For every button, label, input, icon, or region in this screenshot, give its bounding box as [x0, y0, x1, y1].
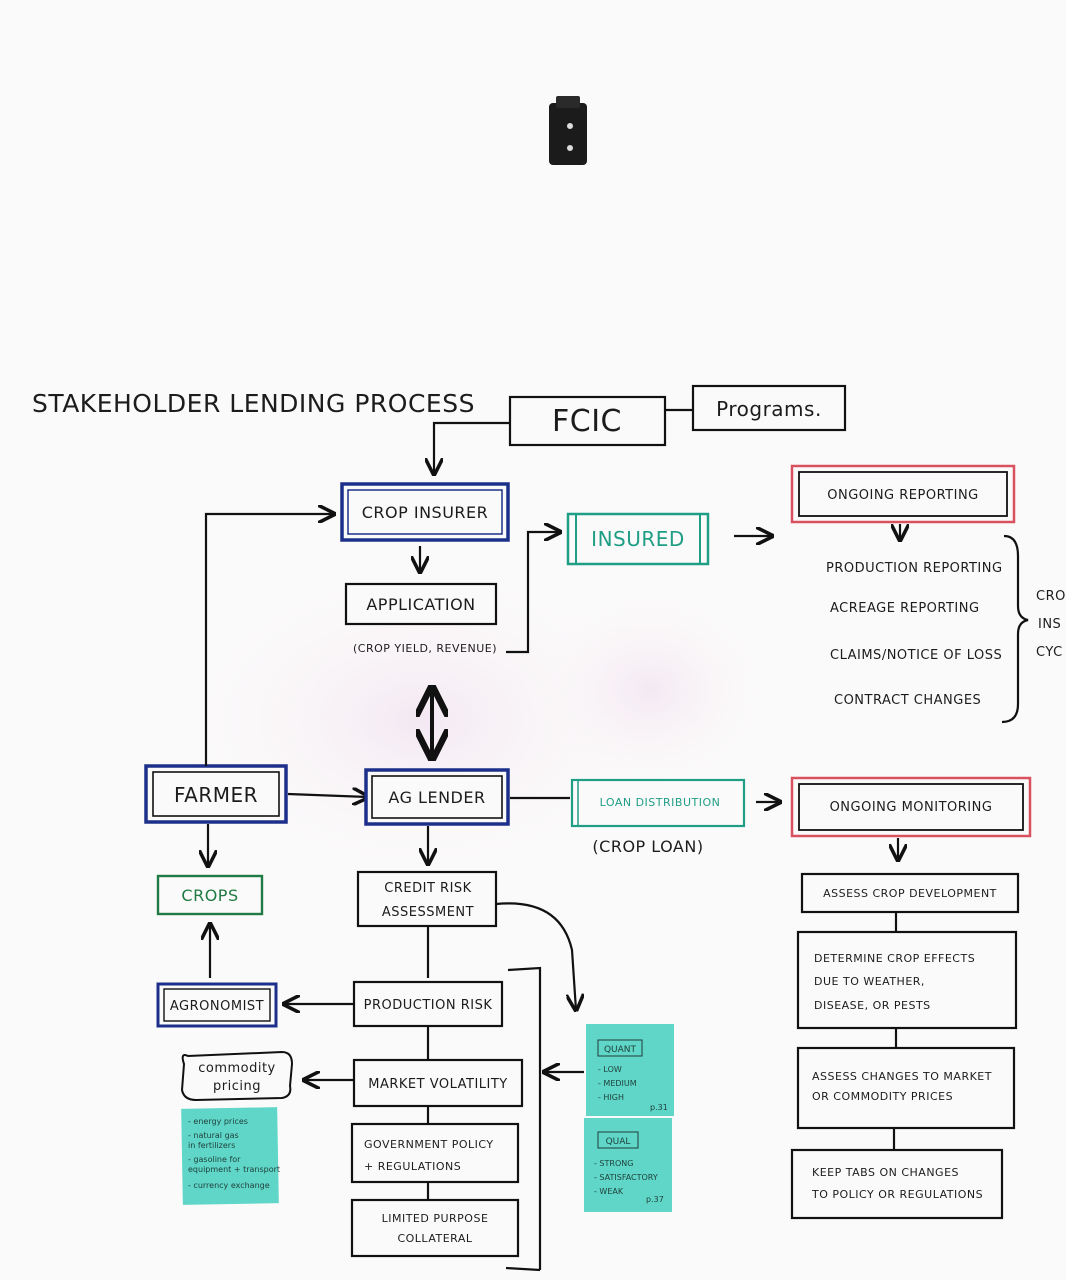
page-title: STAKEHOLDER LENDING PROCESS	[32, 389, 475, 418]
farmer-node: FARMER	[146, 766, 286, 822]
magnet-clip-icon	[549, 96, 587, 165]
determine-effects-line: DUE TO WEATHER,	[814, 975, 925, 988]
keep-tabs-node: KEEP TABS ON CHANGES TO POLICY OR REGULA…	[792, 1150, 1002, 1218]
limited-purpose-line: LIMITED PURPOSE	[382, 1212, 489, 1225]
credit-risk-line: CREDIT RISK	[384, 881, 471, 896]
sticky-line: - WEAK	[594, 1187, 624, 1196]
arrow-credit-risk-to-quant	[496, 903, 576, 1010]
board-smudge	[520, 580, 780, 800]
credit-risk-line: ASSESSMENT	[382, 905, 474, 920]
assess-crop-node: ASSESS CROP DEVELOPMENT	[802, 874, 1018, 912]
side-label-line: CYC	[1036, 645, 1063, 660]
sticky-heading: QUAL	[606, 1137, 631, 1147]
limited-purpose-line: COLLATERAL	[397, 1232, 472, 1245]
programs-node: Programs.	[693, 386, 845, 430]
determine-effects-node: DETERMINE CROP EFFECTS DUE TO WEATHER, D…	[798, 932, 1016, 1028]
sticky-note-qual: QUAL - STRONG - SATISFACTORY - WEAK p.37	[584, 1118, 672, 1212]
fcic-node: FCIC	[510, 397, 665, 445]
insured-label: INSURED	[591, 527, 685, 551]
keep-tabs-line: KEEP TABS ON CHANGES	[812, 1166, 959, 1179]
agronomist-node: AGRONOMIST	[158, 984, 276, 1026]
reporting-item: PRODUCTION REPORTING	[826, 561, 1003, 576]
ag-lender-label: AG LENDER	[388, 788, 485, 807]
sticky-page: p.31	[650, 1103, 668, 1112]
crops-node: CROPS	[158, 876, 262, 914]
loan-distribution-label: LOAN DISTRIBUTION	[600, 796, 721, 809]
sticky-heading: QUANT	[604, 1045, 637, 1055]
keep-tabs-line: TO POLICY OR REGULATIONS	[811, 1188, 983, 1201]
market-volatility-label: MARKET VOLATILITY	[368, 1077, 508, 1092]
insured-node: INSURED	[568, 514, 708, 564]
reporting-items-list: PRODUCTION REPORTING ACREAGE REPORTING C…	[826, 561, 1003, 708]
crop-insurer-label: CROP INSURER	[362, 503, 489, 522]
loan-note: (CROP LOAN)	[592, 837, 703, 856]
limited-purpose-node: LIMITED PURPOSE COLLATERAL	[352, 1200, 518, 1256]
farmer-label: FARMER	[174, 783, 258, 807]
application-node: APPLICATION (CROP YIELD, REVENUE)	[346, 584, 497, 655]
credit-risk-node: CREDIT RISK ASSESSMENT	[358, 872, 496, 926]
fcic-label: FCIC	[552, 404, 622, 439]
side-label-line: CRO	[1036, 589, 1066, 604]
ongoing-reporting-node: ONGOING REPORTING	[792, 466, 1014, 522]
determine-effects-line: DISEASE, OR PESTS	[814, 999, 931, 1012]
sticky-line: equipment + transport	[188, 1165, 280, 1174]
sticky-line: - HIGH	[598, 1093, 624, 1102]
application-note: (CROP YIELD, REVENUE)	[353, 642, 497, 655]
commodity-pricing-line: pricing	[213, 1079, 261, 1094]
government-policy-node: GOVERNMENT POLICY + REGULATIONS	[352, 1124, 518, 1182]
reporting-item: CLAIMS/NOTICE OF LOSS	[830, 648, 1002, 663]
sticky-line: - natural gas	[188, 1131, 239, 1140]
crops-label: CROPS	[181, 886, 238, 905]
sticky-note-commodity: - energy prices - natural gas in fertili…	[181, 1107, 280, 1205]
programs-label: Programs.	[716, 397, 822, 421]
ongoing-monitoring-label: ONGOING MONITORING	[830, 800, 993, 815]
arrow-fcic-to-insurer	[434, 423, 510, 474]
government-policy-line: + REGULATIONS	[364, 1160, 461, 1173]
agronomist-label: AGRONOMIST	[170, 999, 264, 1014]
sticky-line: - energy prices	[188, 1117, 248, 1126]
sticky-line: - SATISFACTORY	[594, 1173, 658, 1182]
side-label-line: INS	[1038, 617, 1061, 632]
production-risk-label: PRODUCTION RISK	[364, 998, 493, 1013]
sticky-line: - MEDIUM	[598, 1079, 637, 1088]
sticky-line: - STRONG	[594, 1159, 633, 1168]
sticky-line: in fertilizers	[188, 1141, 235, 1150]
sticky-line: - gasoline for	[188, 1155, 241, 1164]
assess-market-line: OR COMMODITY PRICES	[812, 1090, 953, 1103]
production-risk-node: PRODUCTION RISK	[354, 982, 502, 1026]
commodity-pricing-node: commodity pricing	[182, 1052, 292, 1100]
application-label: APPLICATION	[366, 595, 475, 614]
government-policy-line: GOVERNMENT POLICY	[364, 1138, 494, 1151]
ag-lender-node: AG LENDER	[366, 770, 508, 824]
assess-market-node: ASSESS CHANGES TO MARKET OR COMMODITY PR…	[798, 1048, 1014, 1128]
ongoing-monitoring-node: ONGOING MONITORING	[792, 778, 1030, 836]
sticky-page: p.37	[646, 1195, 664, 1204]
reporting-item: ACREAGE REPORTING	[830, 601, 980, 616]
commodity-pricing-line: commodity	[198, 1061, 276, 1076]
crop-insurer-node: CROP INSURER	[342, 484, 508, 540]
sticky-line: - currency exchange	[188, 1181, 270, 1190]
sticky-note-quant: QUANT - LOW - MEDIUM - HIGH p.31	[586, 1024, 674, 1116]
loan-distribution-node: LOAN DISTRIBUTION (CROP LOAN)	[572, 780, 744, 856]
assess-crop-label: ASSESS CROP DEVELOPMENT	[823, 887, 997, 900]
market-volatility-node: MARKET VOLATILITY	[354, 1060, 522, 1106]
assess-market-line: ASSESS CHANGES TO MARKET	[812, 1070, 992, 1083]
reporting-item: CONTRACT CHANGES	[834, 693, 981, 708]
determine-effects-line: DETERMINE CROP EFFECTS	[814, 952, 975, 965]
side-label: CRO INS CYC	[1036, 589, 1066, 660]
sticky-line: - LOW	[598, 1065, 622, 1074]
reporting-brace	[1002, 536, 1028, 722]
ongoing-reporting-label: ONGOING REPORTING	[827, 488, 979, 503]
